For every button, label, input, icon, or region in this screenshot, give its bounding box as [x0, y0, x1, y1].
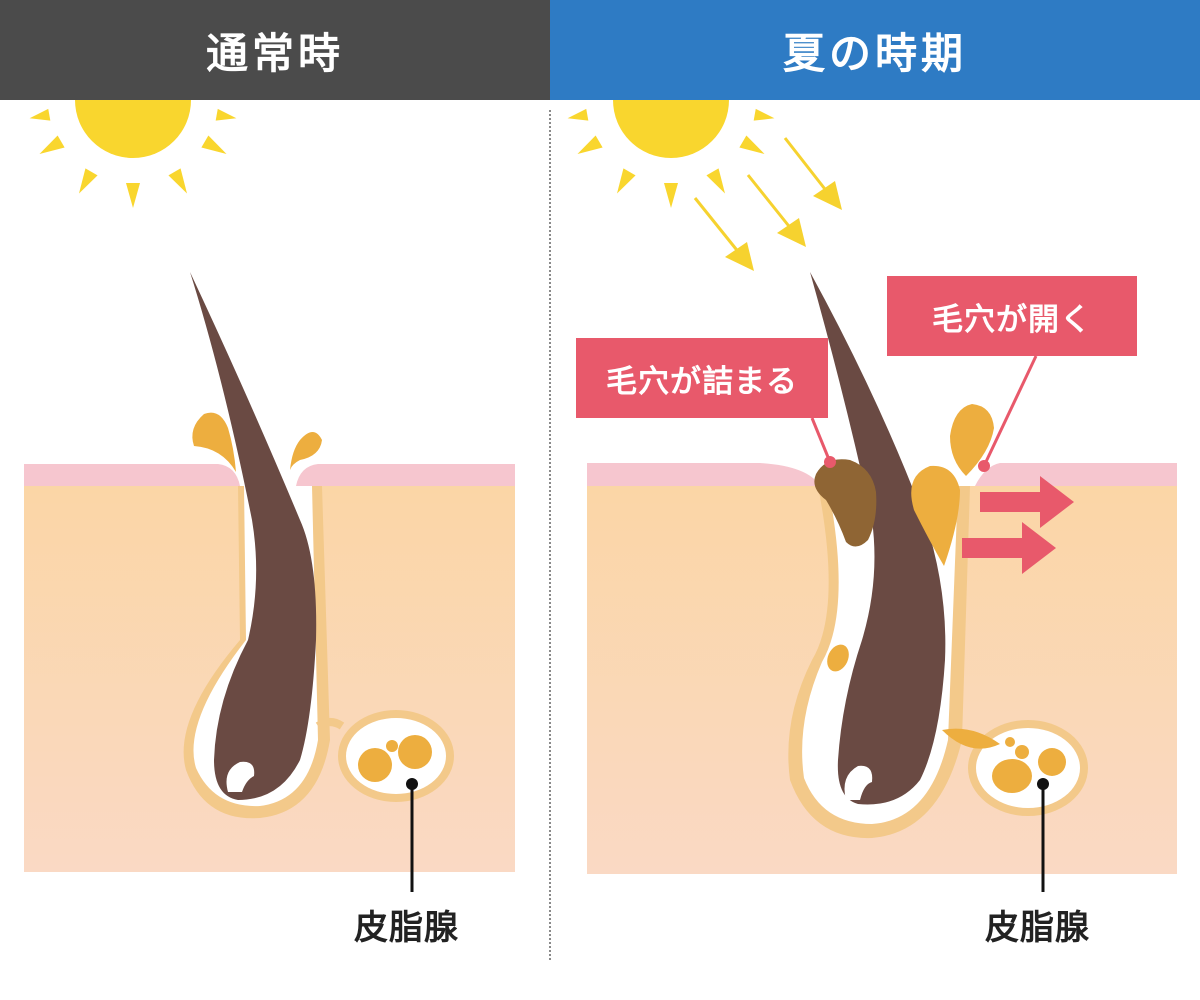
callout-pore-open: 毛穴が開く	[887, 276, 1137, 356]
header-normal-time: 通常時	[0, 0, 550, 100]
pore-expand-arrows	[962, 476, 1074, 574]
sunlight-arrow-1	[783, 137, 842, 210]
panel-divider	[549, 110, 551, 960]
sebaceous-gland-label-right: 皮脂腺	[985, 908, 1090, 948]
sebum-droplet-right-2	[950, 404, 994, 476]
expand-arrow-lower	[962, 522, 1056, 574]
sebum-droplet-left-2	[290, 432, 322, 470]
hair-normal	[190, 272, 317, 800]
sunlight-arrow-3	[693, 197, 754, 271]
callout-leaders	[810, 355, 1038, 472]
sebaceous-gland-label-left: 皮脂腺	[354, 908, 459, 948]
skin-cross-section-summer	[587, 272, 1177, 874]
sebaceous-gland-normal	[315, 710, 454, 802]
sunlight-arrow-2	[746, 174, 806, 247]
sebum-droplet-left-1	[192, 412, 236, 472]
header-summer-time: 夏の時期	[550, 0, 1200, 100]
sebaceous-gland-summer	[942, 720, 1088, 816]
sebum-droplet-right-1	[911, 465, 960, 566]
header-summer-time-label: 夏の時期	[782, 28, 967, 78]
callout-pore-clogged: 毛穴が詰まる	[576, 338, 828, 418]
sun-icon-left	[29, 100, 237, 208]
sun-icon-right	[567, 100, 775, 208]
skin-cross-section-normal	[24, 272, 515, 872]
callout-pore-open-label: 毛穴が開く	[932, 301, 1092, 338]
hair-summer	[810, 272, 946, 805]
header-normal-time-label: 通常時	[205, 28, 344, 78]
sunlight-arrows	[693, 137, 842, 271]
pore-clog	[814, 459, 877, 547]
expand-arrow-upper	[980, 476, 1074, 528]
gland-pointers	[406, 778, 1049, 892]
callout-pore-clogged-label: 毛穴が詰まる	[606, 363, 798, 400]
